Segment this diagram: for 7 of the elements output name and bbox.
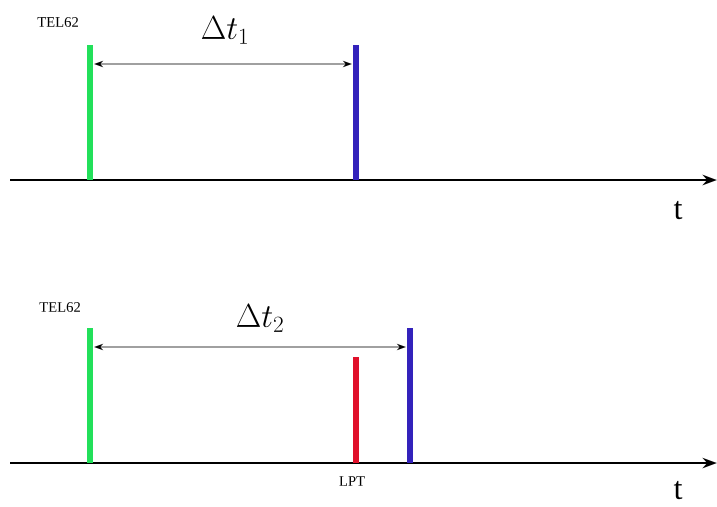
bar-label: TEL62 (38, 17, 78, 27)
bar-label: TEL62 (40, 302, 80, 312)
axis-label: t (674, 480, 682, 500)
axis-label: t (674, 200, 682, 220)
bar-label: LPT (339, 476, 365, 486)
interval-label: $\Delta t_{1}$ (202, 15, 247, 44)
interval-label: $\Delta t_{2}$ (236, 303, 283, 332)
